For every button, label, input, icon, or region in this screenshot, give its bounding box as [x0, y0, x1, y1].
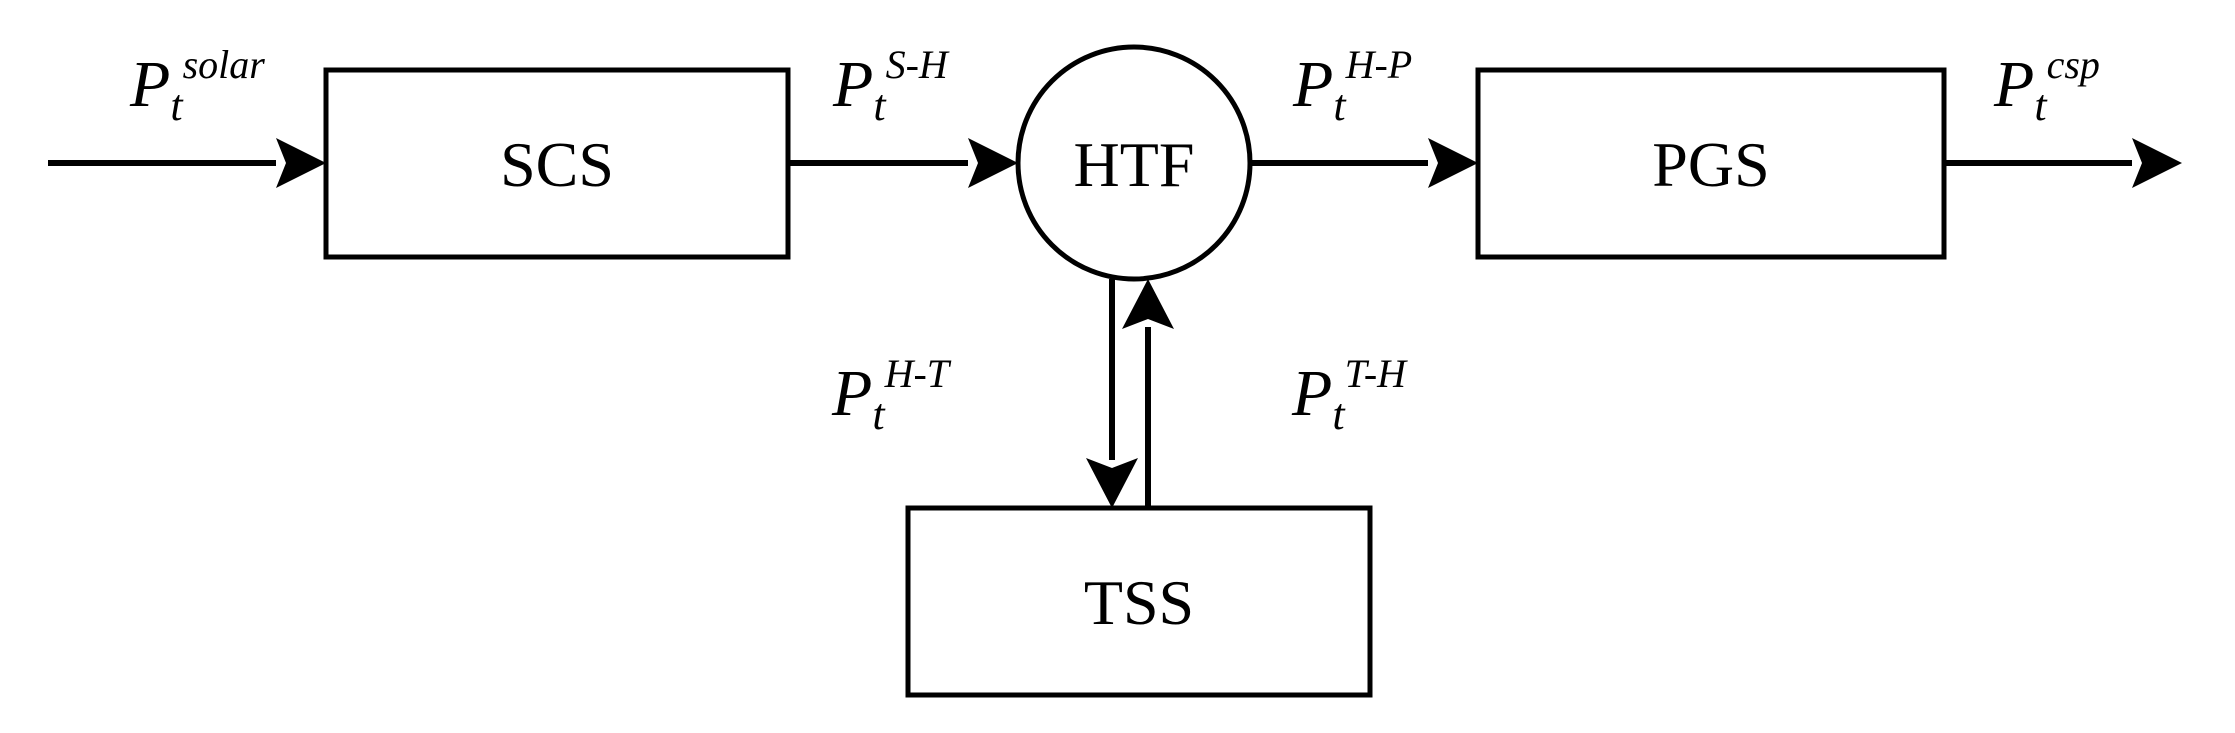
scs-to-htf-arrowhead: [968, 138, 1018, 188]
tss-to-htf-arrow: [1122, 279, 1174, 508]
tss-node: TSS: [905, 505, 1373, 698]
solar-flow-label: Ptsolar: [129, 42, 265, 130]
htf-node: HTF: [1015, 44, 1253, 282]
htf-to-tss-arrow: [1086, 279, 1138, 508]
htf-label: HTF: [1074, 129, 1195, 200]
scs-label: SCS: [500, 129, 614, 200]
tss-to-htf-arrowhead: [1122, 279, 1174, 329]
scs-to-htf-arrow: [788, 138, 1018, 188]
csp-flow-label: Ptcsp: [1993, 42, 2100, 130]
tss-box: [905, 505, 1373, 698]
htf-to-pgs-arrow: [1250, 138, 1478, 188]
s-h-flow-label: PtS-H: [832, 42, 950, 130]
htf-to-tss-arrowhead: [1086, 458, 1138, 508]
solar-input-arrow: [48, 138, 326, 188]
csp-output-arrowhead: [2132, 138, 2182, 188]
htf-to-pgs-arrowhead: [1428, 138, 1478, 188]
csp-output-arrow: [1944, 138, 2182, 188]
h-p-flow-label: PtH-P: [1292, 42, 1412, 130]
pgs-node: PGS: [1475, 67, 1947, 260]
scs-node: SCS: [323, 67, 791, 260]
t-h-flow-label: PtT-H: [1291, 351, 1408, 439]
solar-input-arrowhead: [276, 138, 326, 188]
h-t-flow-label: PtH-T: [831, 351, 952, 439]
pgs-label: PGS: [1652, 129, 1769, 200]
tss-label: TSS: [1084, 567, 1194, 638]
